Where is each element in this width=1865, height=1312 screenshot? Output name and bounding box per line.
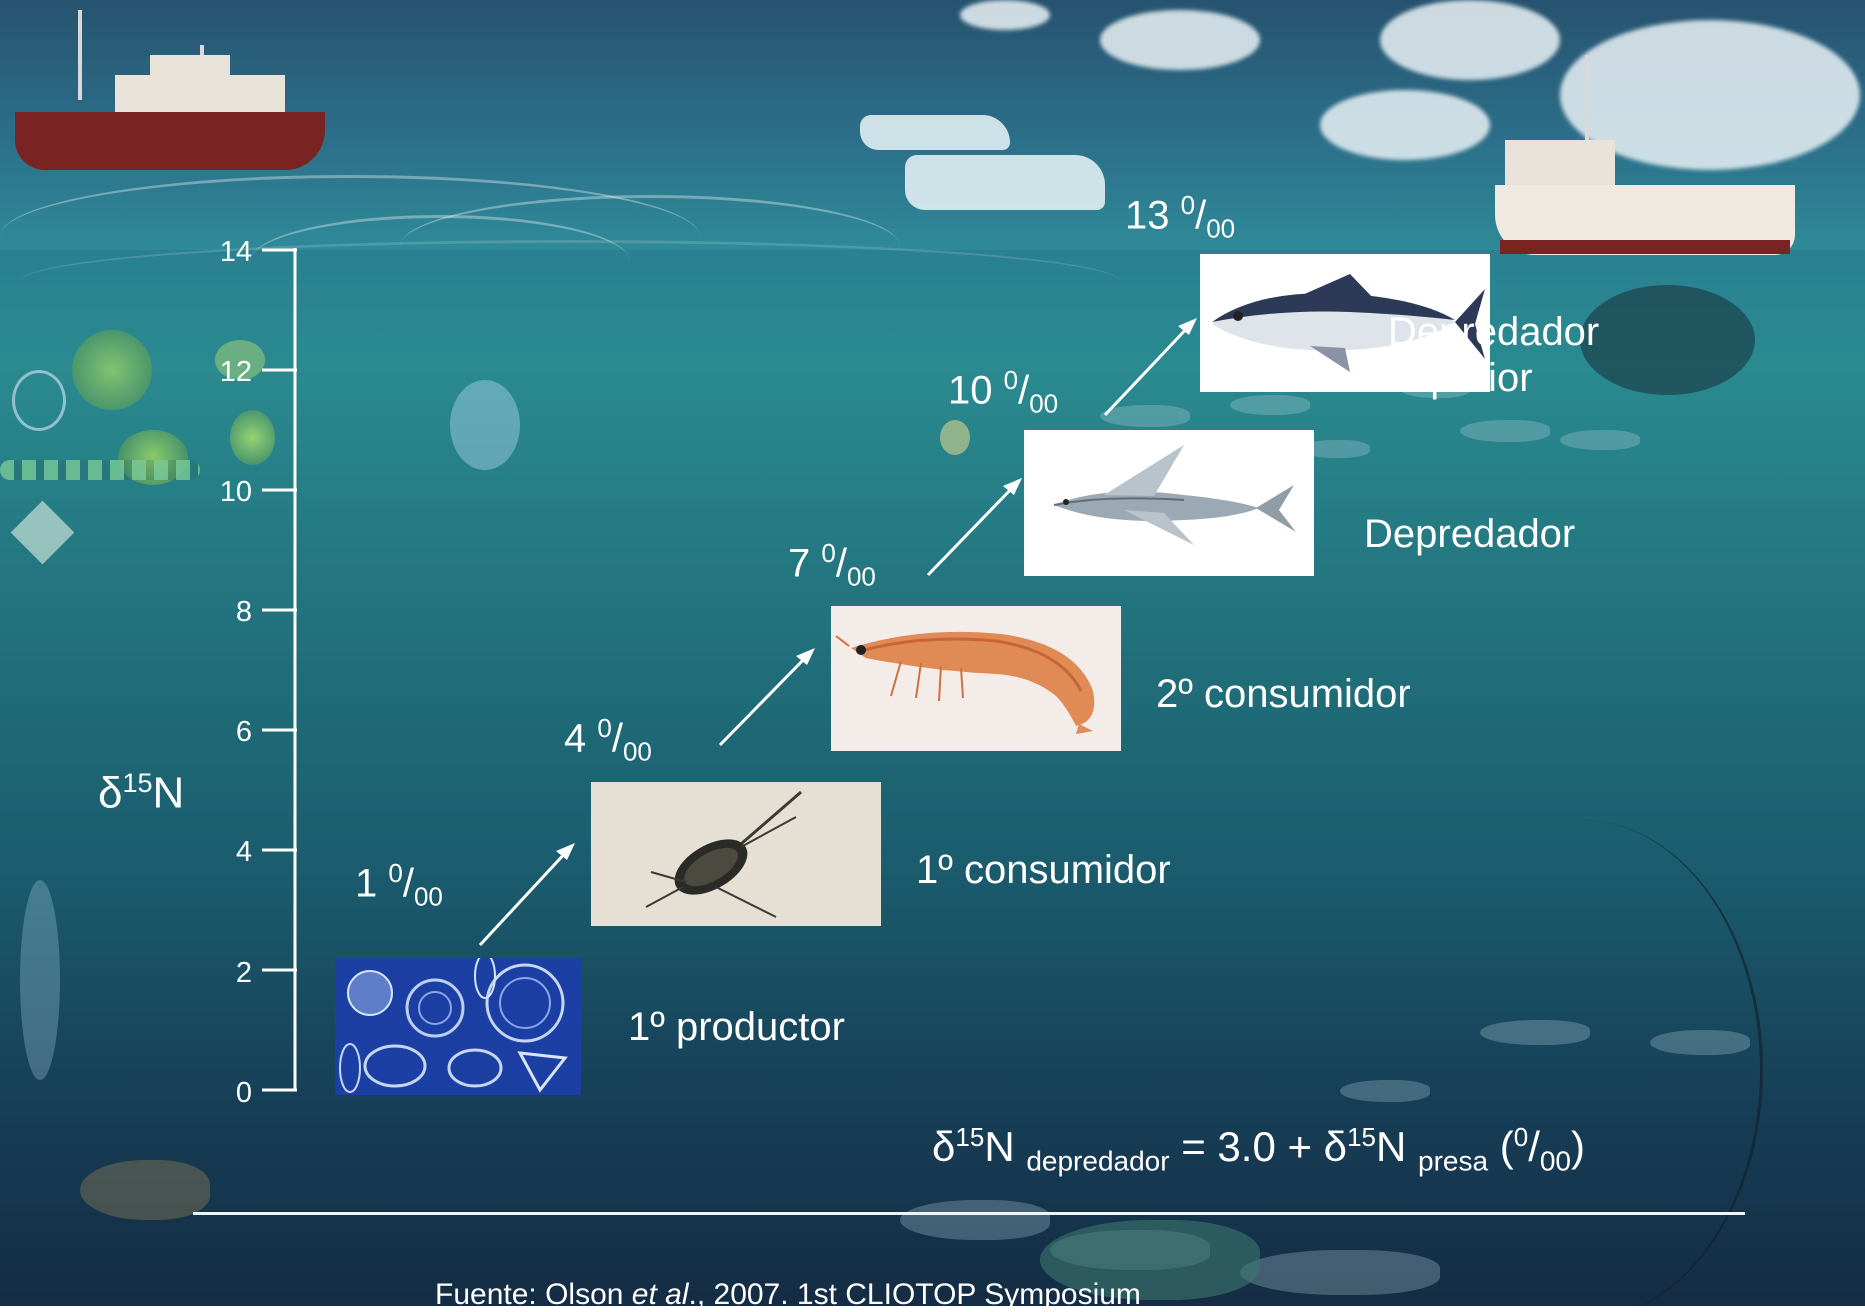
- iso-value-depredador-superior: 13 0/00: [1125, 190, 1235, 244]
- shrimp-icon: [831, 606, 1121, 751]
- iso-slash: /: [612, 716, 623, 760]
- iso-sub: 00: [623, 736, 652, 766]
- iso-sup: 0: [821, 538, 835, 568]
- flying-fish-icon: [1024, 430, 1314, 576]
- level-name-depredador-superior-line2: superior: [1388, 356, 1533, 401]
- formula-n1: N: [984, 1123, 1014, 1170]
- axis-label-n: N: [153, 769, 185, 818]
- tick-label-10: 10: [192, 476, 252, 509]
- level-name-consumidor2: 2º consumidor: [1156, 672, 1411, 717]
- arrow-productor-to-consumidor1: [480, 850, 568, 945]
- axis-label-delta: δ: [98, 769, 123, 818]
- tick-label-0: 0: [192, 1077, 252, 1110]
- tick-lines: [262, 250, 297, 1090]
- iso-main: 7: [788, 541, 810, 585]
- iso-sub: 00: [1029, 388, 1058, 418]
- arrowhead: [556, 843, 575, 860]
- flying-fish-image: [1024, 430, 1314, 576]
- iso-main: 10: [948, 368, 993, 412]
- iso-sup: 0: [1004, 365, 1018, 395]
- formula-delta: δ: [932, 1123, 955, 1170]
- source-citation: Fuente: Olson et al., 2007. 1st CLIOTOP …: [435, 1278, 1141, 1312]
- source-suffix: ., 2007. 1st CLIOTOP Symposium: [689, 1278, 1141, 1311]
- level-name-consumidor1: 1º consumidor: [916, 848, 1171, 893]
- enrichment-formula: δ15N depredador = 3.0 + δ15N presa (0/00…: [932, 1122, 1585, 1177]
- iso-main: 13: [1125, 193, 1170, 237]
- tick-label-2: 2: [192, 957, 252, 990]
- arrow-consumidor2-to-depredador: [928, 485, 1015, 575]
- formula-close: ): [1571, 1123, 1585, 1170]
- arrowhead: [1178, 318, 1197, 335]
- iso-sup: 0: [1181, 190, 1195, 220]
- iso-slash: /: [403, 861, 414, 905]
- iso-slash: /: [1195, 193, 1206, 237]
- tick-label-6: 6: [192, 716, 252, 749]
- tick-label-8: 8: [192, 596, 252, 629]
- arrow-depredador-to-superior: [1105, 325, 1190, 415]
- axis-label-sup: 15: [123, 768, 153, 798]
- formula-sub-presa: presa: [1418, 1145, 1488, 1176]
- formula-n2: N: [1376, 1123, 1406, 1170]
- axis-label-d15n: δ15N: [98, 768, 184, 819]
- iso-sup: 0: [388, 858, 402, 888]
- tick-label-4: 4: [192, 836, 252, 869]
- iso-slash: /: [1018, 368, 1029, 412]
- iso-main: 4: [564, 716, 586, 760]
- iso-value-consumidor1: 4 0/00: [564, 713, 652, 767]
- shrimp-image: [831, 606, 1121, 751]
- source-italic: et al: [632, 1278, 689, 1311]
- diatoms-image: [335, 958, 581, 1095]
- diatoms-icon: [335, 958, 581, 1095]
- formula-unit-sub: 00: [1540, 1145, 1571, 1176]
- formula-unit-slash: /: [1528, 1123, 1540, 1170]
- copepod-icon: [591, 782, 881, 926]
- formula-unit-sup: 0: [1514, 1122, 1528, 1152]
- formula-open: (: [1500, 1123, 1514, 1170]
- formula-middle: = 3.0 + δ: [1181, 1123, 1347, 1170]
- iso-value-consumidor2: 7 0/00: [788, 538, 876, 592]
- source-prefix: Fuente: Olson: [435, 1278, 632, 1311]
- iso-sub: 00: [1206, 213, 1235, 243]
- iso-slash: /: [836, 541, 847, 585]
- iso-main: 1: [355, 861, 377, 905]
- formula-sup2: 15: [1347, 1122, 1376, 1152]
- arrow-consumidor1-to-consumidor2: [720, 655, 808, 745]
- iso-value-depredador: 10 0/00: [948, 365, 1058, 419]
- iso-value-productor: 1 0/00: [355, 858, 443, 912]
- iso-sub: 00: [847, 561, 876, 591]
- iso-sup: 0: [597, 713, 611, 743]
- level-name-depredador: Depredador: [1364, 512, 1575, 557]
- copepod-image: [591, 782, 881, 926]
- tick-label-14: 14: [192, 236, 252, 269]
- tick-label-12: 12: [192, 356, 252, 389]
- iso-sub: 00: [414, 881, 443, 911]
- level-name-productor: 1º productor: [628, 1005, 845, 1050]
- formula-sup1: 15: [955, 1122, 984, 1152]
- formula-sub-depredador: depredador: [1026, 1145, 1169, 1176]
- level-name-depredador-superior: Depredador: [1388, 310, 1599, 355]
- divider-line: [193, 1212, 1745, 1215]
